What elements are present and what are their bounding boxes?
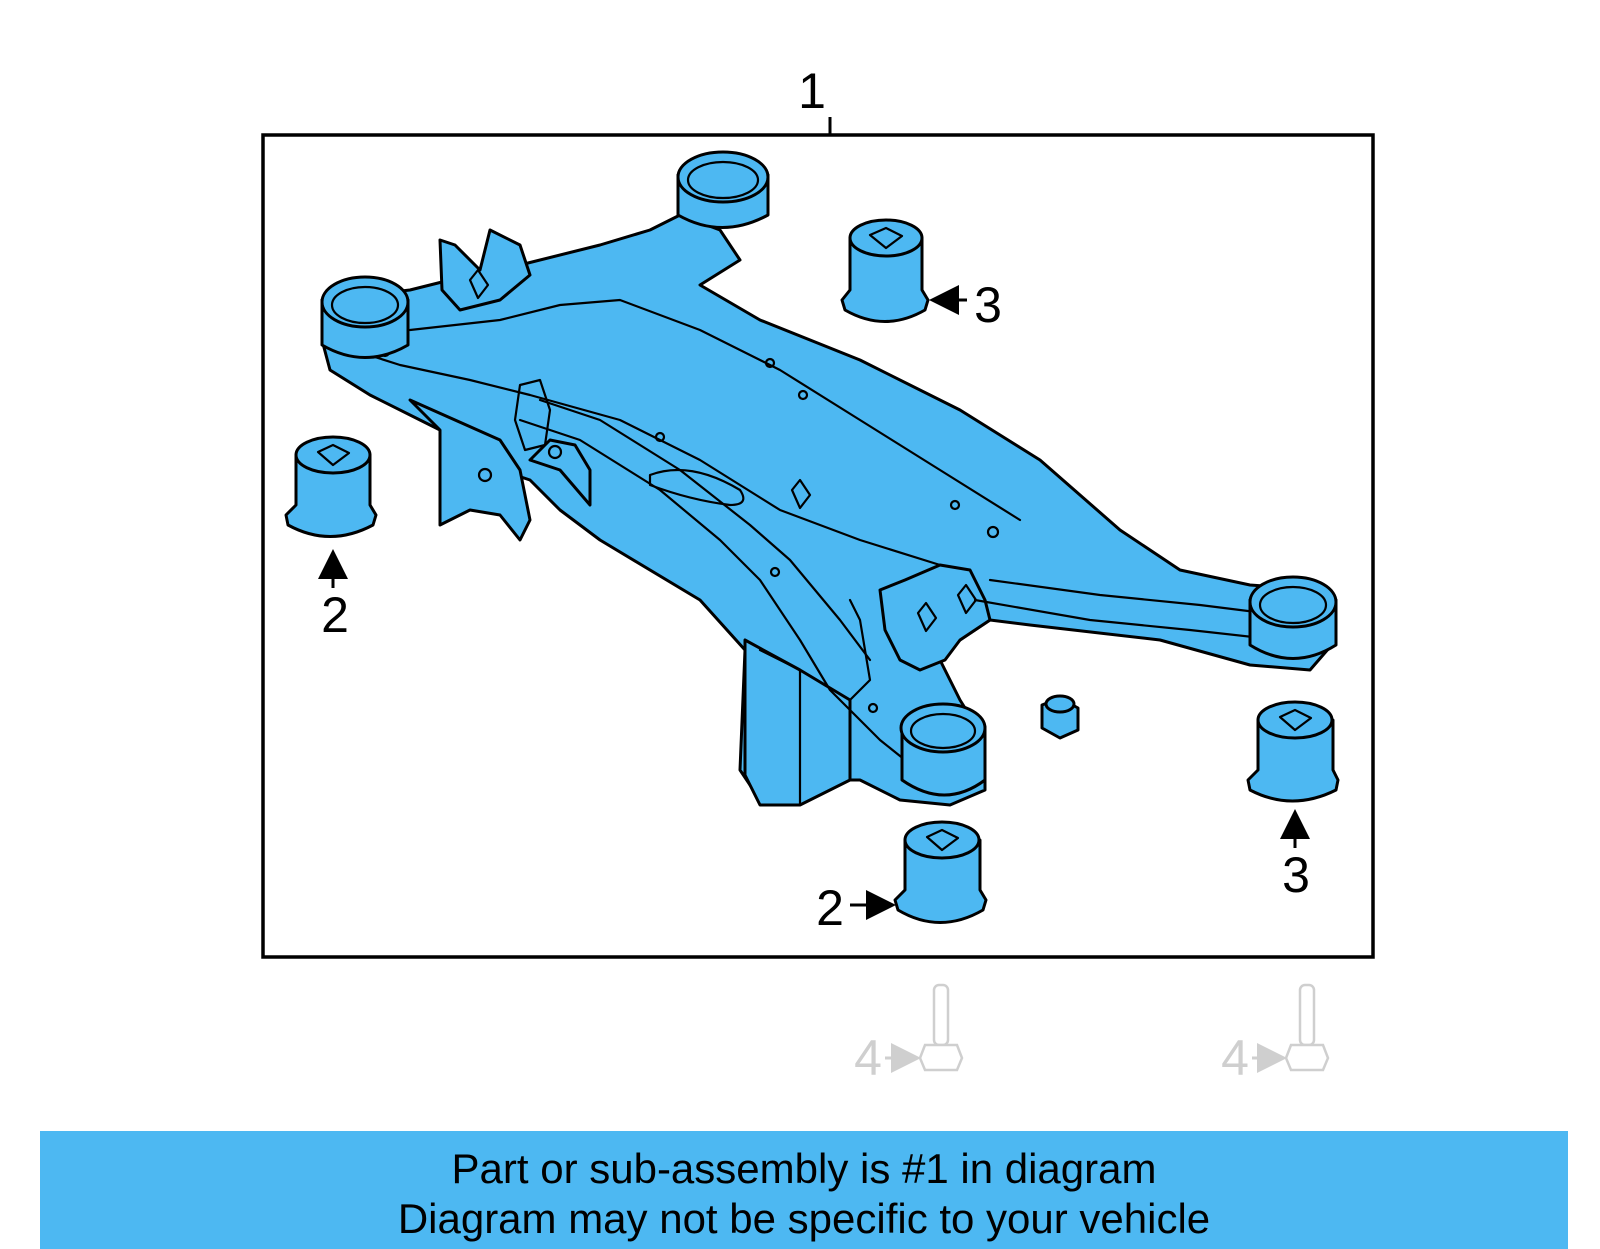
bolt-left[interactable] — [918, 983, 964, 1072]
assembly-frame — [261, 133, 1375, 959]
bushing-front-center[interactable] — [893, 820, 988, 924]
callout-2-left[interactable]: 2 — [321, 587, 349, 643]
nut-part[interactable] — [1040, 694, 1080, 740]
callout-3-right[interactable]: 3 — [1282, 847, 1310, 903]
bushing-rear-top[interactable] — [840, 218, 930, 323]
subframe-part[interactable] — [320, 150, 1338, 807]
callout-1[interactable]: 1 — [798, 63, 826, 119]
caption-bar: Part or sub-assembly is #1 in diagram Di… — [40, 1131, 1568, 1249]
callout-4-left[interactable]: 4 — [854, 1030, 882, 1086]
callout-2-center[interactable]: 2 — [816, 880, 844, 936]
bolt-right[interactable] — [1284, 983, 1330, 1072]
caption-line-1: Part or sub-assembly is #1 in diagram — [451, 1145, 1157, 1192]
caption-line-2: Diagram may not be specific to your vehi… — [397, 1195, 1211, 1242]
callout-4-right[interactable]: 4 — [1221, 1030, 1249, 1086]
callout-3-top[interactable]: 3 — [974, 277, 1002, 333]
bushing-rear-right[interactable] — [1246, 700, 1340, 803]
bushing-front-left[interactable] — [284, 435, 378, 538]
